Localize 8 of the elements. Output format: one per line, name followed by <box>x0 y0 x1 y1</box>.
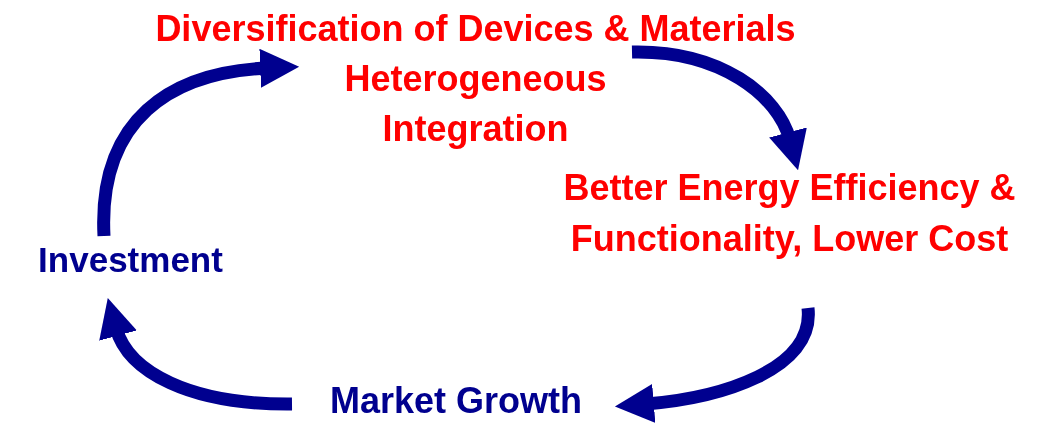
curved-arrow <box>100 298 293 411</box>
stage-label: Heterogeneous Integration <box>343 57 608 151</box>
heading-text: Diversification of Devices & Materials <box>154 7 797 51</box>
curved-arrow <box>631 45 806 170</box>
stage-label: Market Growth <box>328 380 583 422</box>
curved-arrow <box>97 49 300 237</box>
stage-label: Better Energy Efficiency & Functionality, Lower Cost <box>562 166 1017 261</box>
stage-label: Investment <box>37 239 224 281</box>
